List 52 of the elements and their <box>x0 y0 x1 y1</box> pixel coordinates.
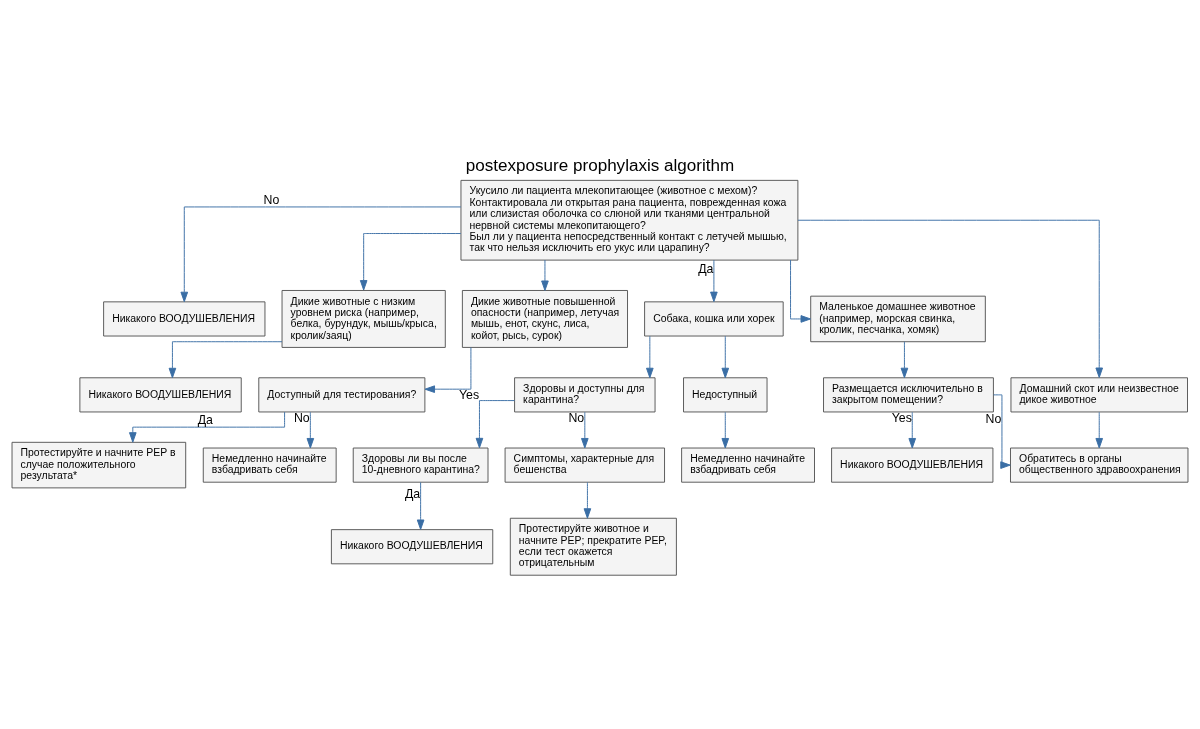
node-box: Никакого ВООДУШЕВЛЕНИЯ <box>831 447 994 483</box>
node-box: Протестируйте животное и начните PEP; прекратите PEP, если тест окажется отрицательным <box>509 517 677 576</box>
node-box: Размещается исключительно в закрытом помещении? <box>823 377 994 413</box>
edge-label: No <box>263 192 280 207</box>
arrow <box>1095 411 1104 449</box>
arrow <box>583 481 592 519</box>
node-box: Обратитесь в органы общественного здравоохранения <box>1010 447 1189 483</box>
node-box: Маленькое домашнее животное (например, морская свинка, кролик, песчанка, хомяк) <box>810 295 986 343</box>
node-box: Немедленно начинайте взбадривать себя <box>202 447 337 483</box>
edge-label: Да <box>698 261 714 276</box>
arrow <box>646 335 654 379</box>
node-box: Собака, кошка или хорек <box>644 301 784 337</box>
arrow <box>993 394 1011 469</box>
edge-label: No <box>293 410 310 425</box>
arrow <box>541 259 549 291</box>
node-box: Протестируйте и начните PEP в случае положительного результата* <box>11 441 187 489</box>
arrow <box>306 411 315 449</box>
node-box: Доступный для тестирования? <box>258 377 426 413</box>
arrow <box>790 259 811 323</box>
arrow <box>581 411 589 449</box>
node-box: Никакого ВООДУШЕВЛЕНИЯ <box>103 301 266 337</box>
arrow <box>797 219 1104 378</box>
arrow <box>475 400 515 449</box>
node-box: Недоступный <box>683 377 768 413</box>
node-box: Дикие животные повышенной опасности (например, летучая мышь, енот, скунс, лиса, койот, рысь, сурок) <box>461 290 628 348</box>
arrow <box>359 233 462 291</box>
node-box: Немедленно начинайте взбадривать себя <box>681 447 815 483</box>
node-box: Домашний скот или неизвестное дикое животное <box>1010 377 1188 413</box>
edge-label: Да <box>197 412 213 427</box>
node-box: Симптомы, характерные для бешенства <box>504 447 665 483</box>
diagram-title: postexposure prophylaxis algorithm <box>465 156 735 176</box>
arrow <box>721 411 730 449</box>
edge-label: Yes <box>891 410 912 425</box>
node-box: Укусило ли пациента млекопитающее (животное с мехом)? Контактировала ли открытая рана пациента, поврежденная кожа или слизистая оболочка со слюной или тканями центральной нервной системы млекопитающего? Был ли у пациента непосредственный контакт с летучей мышью, так что нельзя исключить его укус или царапину? <box>460 179 799 261</box>
arrow <box>900 341 909 379</box>
arrow <box>721 335 730 379</box>
node-box: Никакого ВООДУШЕВЛЕНИЯ <box>330 529 494 565</box>
arrow <box>416 481 425 530</box>
arrow <box>129 411 286 443</box>
edge-label: No <box>985 411 1002 426</box>
node-box: Дикие животные с низким уровнем риска (например, белка, бурундук, мышь/крыса, кролик/заяц) <box>281 290 446 348</box>
edge-label: Yes <box>458 387 480 402</box>
arrow <box>908 411 917 449</box>
node-box: Здоровы и доступны для карантина? <box>514 377 656 413</box>
edge-label: No <box>568 410 585 425</box>
arrow <box>168 341 283 379</box>
node-box: Никакого ВООДУШЕВЛЕНИЯ <box>79 377 242 413</box>
arrow <box>710 259 718 303</box>
edge-label: Да <box>404 486 421 501</box>
arrow <box>180 206 462 303</box>
node-box: Здоровы ли вы после 10-дневного карантина? <box>352 447 489 483</box>
arrow <box>424 347 472 393</box>
